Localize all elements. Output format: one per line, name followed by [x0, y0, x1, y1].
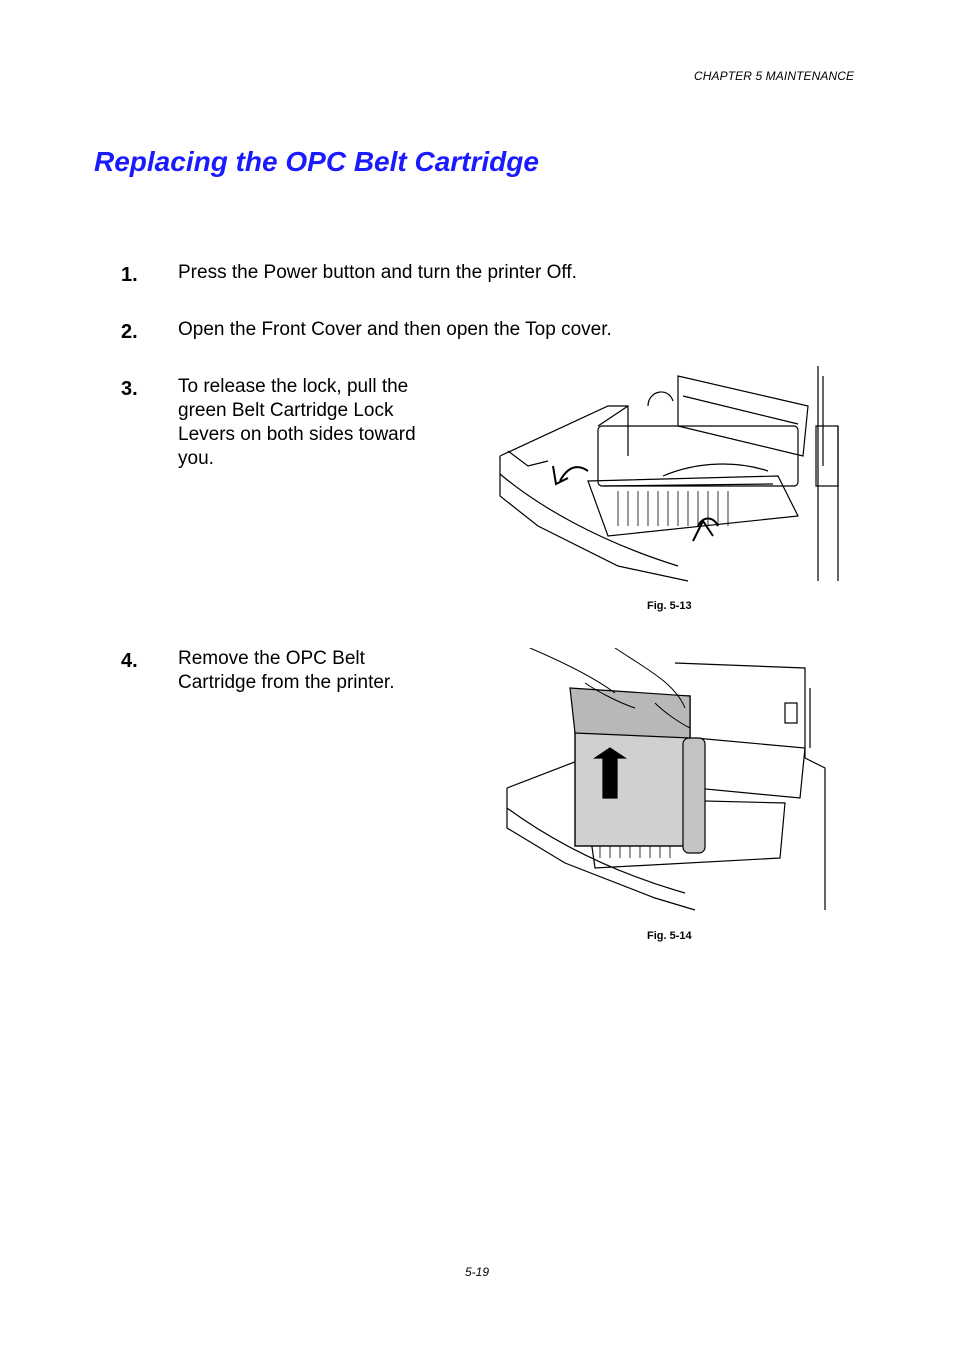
figure-5-14 [505, 648, 845, 913]
page-title: Replacing the OPC Belt Cartridge [94, 146, 539, 177]
printer-open-lock-levers-illustration [499, 366, 839, 582]
step-2-number: 2. [121, 321, 138, 343]
chapter-header: CHAPTER 5 MAINTENANCE [694, 69, 855, 83]
step-1-number: 1. [121, 264, 138, 286]
figure-5-13 [498, 366, 843, 582]
figure-5-13-caption: Fig. 5-13 [647, 600, 692, 612]
printer-remove-belt-cartridge-illustration [506, 648, 826, 911]
page-number: 5-19 [465, 1265, 490, 1279]
up-arrow-icon [593, 747, 627, 799]
figure-5-14-caption: Fig. 5-14 [647, 930, 692, 942]
step-4-number: 4. [121, 650, 138, 672]
step-3-text: To release the lock, pull the green Belt… [178, 376, 416, 469]
step-3-number: 3. [121, 378, 138, 400]
step-2-text: Open the Front Cover and then open the T… [178, 319, 612, 340]
step-4-text: Remove the OPC Belt Cartridge from the p… [178, 648, 395, 693]
step-1-text: Press the Power button and turn the prin… [178, 262, 577, 283]
